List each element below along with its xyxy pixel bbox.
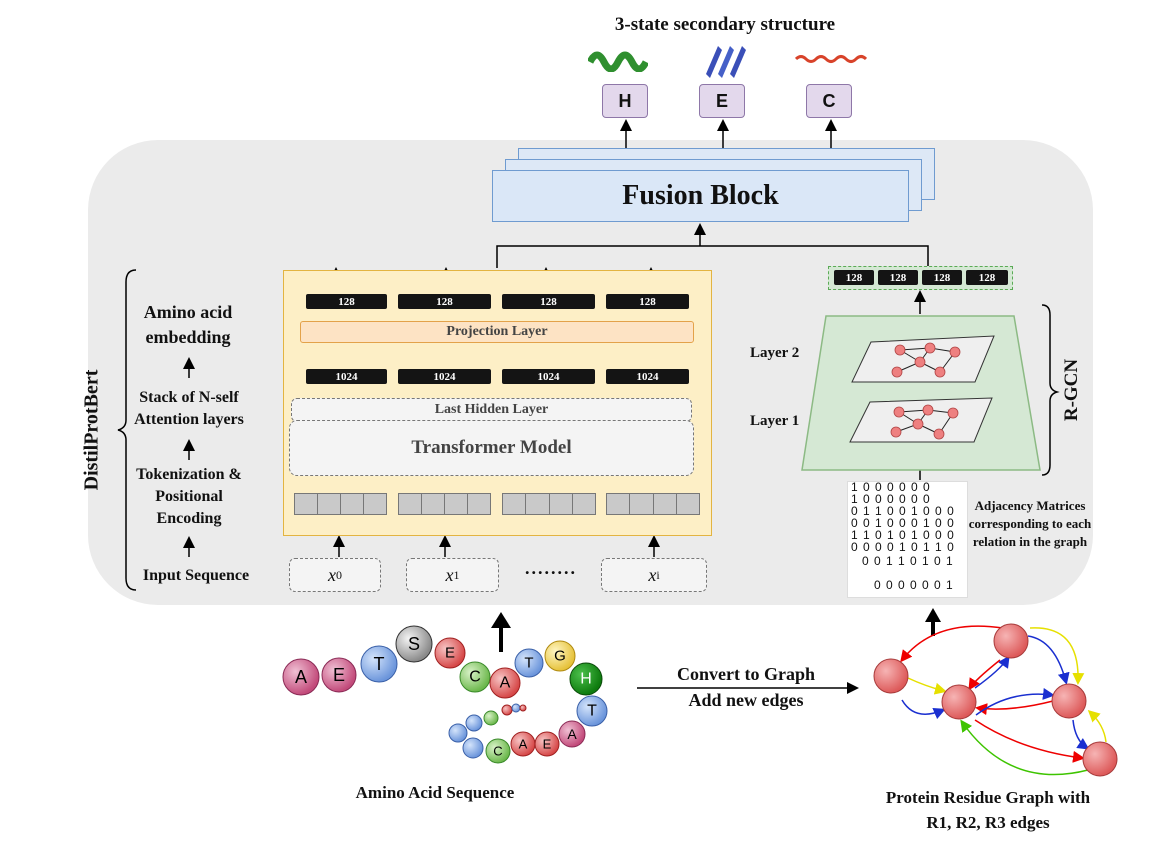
bead: E	[543, 737, 552, 752]
embed-chip: 128	[398, 294, 491, 309]
adj-row: 1 1 0 1 0 1 0 0 0	[851, 528, 955, 542]
embed-chip: 128	[606, 294, 689, 309]
adjacency-matrices: 1 0 0 0 0 0 0 1 0 0 0 0 0 0 0 1 1 0 0 1 …	[847, 481, 968, 598]
stage-embedding: Amino acid embedding	[143, 302, 233, 347]
layer1-plane	[849, 397, 993, 443]
input-x1-var: x	[445, 564, 454, 585]
state-e-box: E	[699, 84, 745, 118]
fusion-block: Fusion Block	[492, 170, 909, 222]
input-x0-sub: 0	[336, 567, 342, 582]
embed-chip: 128	[306, 294, 387, 309]
rgcn-output-chip: 128	[834, 270, 874, 285]
rgcn-layers	[801, 315, 1041, 471]
bead: E	[445, 645, 455, 662]
token-group	[398, 493, 491, 515]
amino-acid-beads: A E T S E C A T G H T A E A C	[282, 625, 608, 764]
sequence-caption: Amino Acid Sequence	[355, 783, 515, 802]
token-group	[502, 493, 596, 515]
stage-attention: Stack of N-self Attention layers	[134, 389, 244, 428]
rgcn-side-label: R-GCN	[1061, 358, 1082, 422]
input-xi-sub: i	[656, 567, 660, 582]
token-group	[294, 493, 387, 515]
embed-chip: 128	[502, 294, 595, 309]
sheet-icon	[706, 46, 746, 78]
layer1-label: Layer 1	[750, 413, 800, 429]
bert-side-label: DistilProtBert	[80, 369, 103, 491]
bead: H	[580, 671, 592, 688]
stage-input: Input Sequence	[142, 567, 250, 584]
coil-icon	[795, 55, 867, 63]
state-c-box: C	[806, 84, 852, 118]
bead: A	[519, 737, 528, 752]
ss-title: 3-state secondary structure	[614, 14, 836, 35]
convert-label-line1: Convert to Graph	[677, 664, 815, 684]
rgcn-output-chip: 128	[966, 270, 1008, 285]
bead: T	[374, 654, 385, 674]
hidden-chip: 1024	[502, 369, 595, 384]
rgcn-output-chip: 128	[922, 270, 962, 285]
adj-row: 0 0 0 0 1 0 1 1 0	[851, 540, 955, 554]
convert-label-line2: Add new edges	[688, 690, 804, 710]
token-group	[606, 493, 700, 515]
bead: G	[554, 648, 566, 665]
layer2-plane	[851, 335, 995, 383]
bead: A	[295, 667, 307, 687]
input-xi-var: x	[648, 564, 657, 585]
last-hidden-layer: Last Hidden Layer	[291, 398, 692, 422]
layer2-label: Layer 2	[750, 345, 800, 361]
bead: C	[469, 669, 481, 686]
hidden-chip: 1024	[398, 369, 491, 384]
bead: T	[524, 655, 533, 672]
graph-caption-line2: R1, R2, R3 edges	[926, 813, 1050, 832]
adj-row: 0 0 1 0 0 0 1 0 0	[851, 516, 955, 530]
bead: S	[408, 634, 420, 654]
adj-row: 1 0 0 0 0 0 0	[851, 492, 931, 506]
adjacency-caption: Adjacency Matrices corresponding to each…	[968, 498, 1092, 549]
graph-caption-line1: Protein Residue Graph with	[885, 788, 1091, 807]
rgcn-output-chip: 128	[878, 270, 918, 285]
hidden-chip: 1024	[306, 369, 387, 384]
adj-row: 0 0 1 1 0 1 0 1	[862, 554, 954, 568]
bead: E	[333, 665, 345, 685]
helix-icon	[588, 51, 648, 72]
projection-layer: Projection Layer	[300, 321, 694, 343]
input-ellipsis: ........	[525, 558, 577, 578]
bead: A	[500, 675, 511, 692]
hidden-chip: 1024	[606, 369, 689, 384]
adj-row: 0 1 1 0 0 1 0 0 0	[851, 504, 955, 518]
protein-residue-graph	[873, 623, 1118, 777]
bead: C	[493, 744, 502, 759]
adj-row: 1 0 0 0 0 0 0	[851, 480, 931, 494]
bead: T	[587, 703, 597, 720]
input-x0-var: x	[328, 564, 336, 585]
input-x1-sub: 1	[453, 567, 460, 582]
stage-tokenization: Tokenization & Positional Encoding	[136, 466, 242, 527]
transformer-model: Transformer Model	[289, 420, 694, 476]
adj-row: 0 0 0 0 0 0 1	[874, 578, 954, 592]
state-h-box: H	[602, 84, 648, 118]
bead: A	[567, 726, 577, 742]
